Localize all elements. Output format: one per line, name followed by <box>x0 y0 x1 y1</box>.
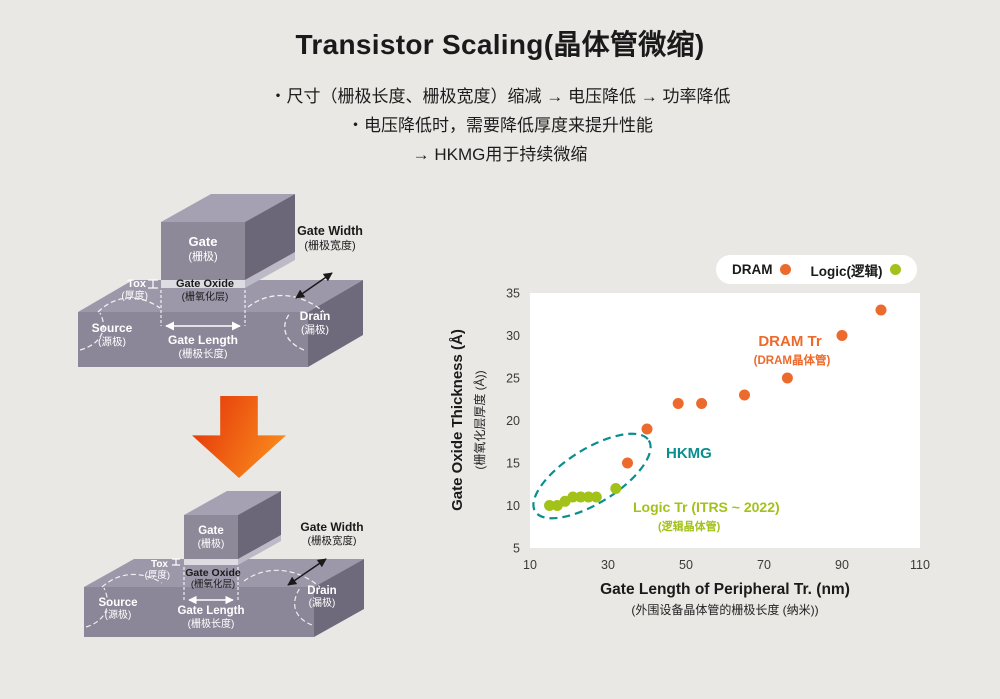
junction-dashed-curves <box>79 294 325 351</box>
gate-width-label: Gate Width <box>297 224 363 238</box>
tox-label-cn: (厚度) <box>121 289 148 302</box>
x-tick-label: 50 <box>679 558 693 572</box>
tox-bracket <box>172 558 180 566</box>
drain-label-cn: (漏极) <box>301 323 329 336</box>
gate-oxide-layer <box>184 535 281 565</box>
data-point-series-0 <box>739 389 750 401</box>
substrate-block <box>78 280 363 367</box>
legend-item-dram: DRAM <box>732 262 791 277</box>
scaling-down-arrow-icon <box>192 396 286 478</box>
source-label-cn: (源极) <box>98 335 126 348</box>
source-label: Source <box>92 321 133 335</box>
y-tick-label: 15 <box>506 457 520 471</box>
tox-bracket <box>148 279 158 289</box>
gate-oxide-label-cn: (栅氧化层) <box>182 290 229 303</box>
gate-length-label: Gate Length <box>177 605 244 617</box>
data-point-series-0 <box>781 372 793 384</box>
chart-legend: DRAM Logic(逻辑) <box>716 255 917 284</box>
x-tick-label: 90 <box>835 558 849 572</box>
x-axis-title-cn: (外围设备晶体管的栅极长度 (纳米)) <box>631 602 818 617</box>
bullet-hkmg: → HKMG用于持续微缩 <box>412 145 588 164</box>
y-tick-label: 20 <box>506 414 520 428</box>
page-title: Transistor Scaling(晶体管微缩) <box>295 29 705 60</box>
dram-annotation: DRAM Tr <box>758 333 821 350</box>
legend-label-logic: Logic(逻辑) <box>810 263 883 279</box>
tox-label: Tox <box>127 278 147 290</box>
data-point-series-1 <box>567 491 579 503</box>
y-tick-label: 5 <box>513 542 520 556</box>
header: Transistor Scaling(晶体管微缩) ・尺寸（栅极长度、栅极宽度）… <box>0 28 1000 169</box>
hkmg-annotation: HKMG <box>666 445 712 462</box>
data-point-series-1 <box>590 491 602 503</box>
source-label: Source <box>99 597 138 609</box>
data-point-series-0 <box>836 330 848 341</box>
x-tick-label: 10 <box>523 558 537 572</box>
y-tick-label: 10 <box>506 499 520 513</box>
transistor-diagram-before: Gate (栅极) Gate Width (栅极宽度) Tox (厚度) Gat… <box>78 194 363 367</box>
gate-oxide-label: Gate Oxide <box>185 567 241 579</box>
legend-dram-dot-icon <box>779 264 791 275</box>
data-point-series-0 <box>672 398 684 409</box>
bullet-scaling: ・尺寸（栅极长度、栅极宽度）缩减 → 电压降低 → 功率降低 <box>269 87 731 106</box>
source-label-cn: (源极) <box>105 608 132 621</box>
data-point-series-1 <box>575 491 587 503</box>
logic-annotation-cn: (逻辑晶体管) <box>658 519 721 533</box>
gate-block <box>161 194 295 280</box>
y-tick-label: 35 <box>506 287 520 301</box>
gate-width-label-cn: (栅极宽度) <box>308 534 357 547</box>
data-points <box>544 304 887 511</box>
plot-area <box>530 293 920 548</box>
tox-label-cn: (厚度) <box>145 569 170 581</box>
y-axis-title: Gate Oxide Thickness (Å) <box>449 329 466 511</box>
legend-item-logic: Logic(逻辑) <box>811 260 901 280</box>
legend-logic-dot-icon <box>889 264 901 275</box>
data-point-series-1 <box>544 500 555 511</box>
gate-length-label-cn: (栅极长度) <box>188 617 235 630</box>
drain-label: Drain <box>307 585 336 597</box>
y-tick-label: 25 <box>506 372 520 386</box>
gate-length-label-cn: (栅极长度) <box>179 347 228 360</box>
bullet-voltage: ・电压降低时，需要降低厚度来提升性能 <box>347 116 653 135</box>
drain-label: Drain <box>300 309 331 323</box>
data-point-series-0 <box>622 457 633 469</box>
gate-label: Gate <box>189 234 218 249</box>
data-point-series-0 <box>641 423 653 435</box>
x-axis-ticks: 10 30 50 70 90 110 <box>523 558 930 572</box>
y-tick-label: 30 <box>506 329 520 343</box>
drain-label-cn: (漏极) <box>309 596 336 609</box>
logic-annotation: Logic Tr (ITRS ~ 2022) <box>633 499 780 515</box>
dram-annotation-cn: (DRAM晶体管) <box>754 353 831 367</box>
gate-length-label: Gate Length <box>168 333 238 347</box>
data-point-series-1 <box>583 491 594 503</box>
y-axis-title-cn: (栅氧化层厚度 (Å)) <box>472 370 487 469</box>
y-axis-ticks: 5 10 15 20 25 30 35 <box>506 287 520 556</box>
gate-block <box>184 491 281 559</box>
legend-label-dram: DRAM <box>732 262 773 277</box>
gate-width-arrow <box>295 272 333 299</box>
tox-label: Tox <box>151 559 168 570</box>
x-tick-label: 30 <box>601 558 615 572</box>
gate-width-label-cn: (栅极宽度) <box>304 238 355 252</box>
gate-label: Gate <box>198 525 224 537</box>
transistor-diagram-after: Gate (栅极) Gate Width (栅极宽度) Tox (厚度) Gat… <box>84 491 364 637</box>
gate-oxide-layer <box>161 252 295 288</box>
x-axis-title: Gate Length of Peripheral Tr. (nm) <box>600 581 850 598</box>
gate-label-cn: (栅极) <box>198 537 225 550</box>
gate-label-cn: (栅极) <box>188 249 217 263</box>
x-tick-label: 70 <box>757 558 771 572</box>
data-point-series-1 <box>610 483 622 494</box>
data-point-series-0 <box>696 398 708 409</box>
gate-width-label: Gate Width <box>300 520 363 534</box>
gate-oxide-label-cn: (栅氧化层) <box>191 578 235 590</box>
data-point-series-0 <box>875 304 887 316</box>
gate-width-arrow <box>287 558 327 586</box>
x-tick-label: 110 <box>910 558 930 572</box>
gate-oxide-label: Gate Oxide <box>176 278 234 290</box>
hkmg-dashed-ellipse <box>532 432 652 520</box>
